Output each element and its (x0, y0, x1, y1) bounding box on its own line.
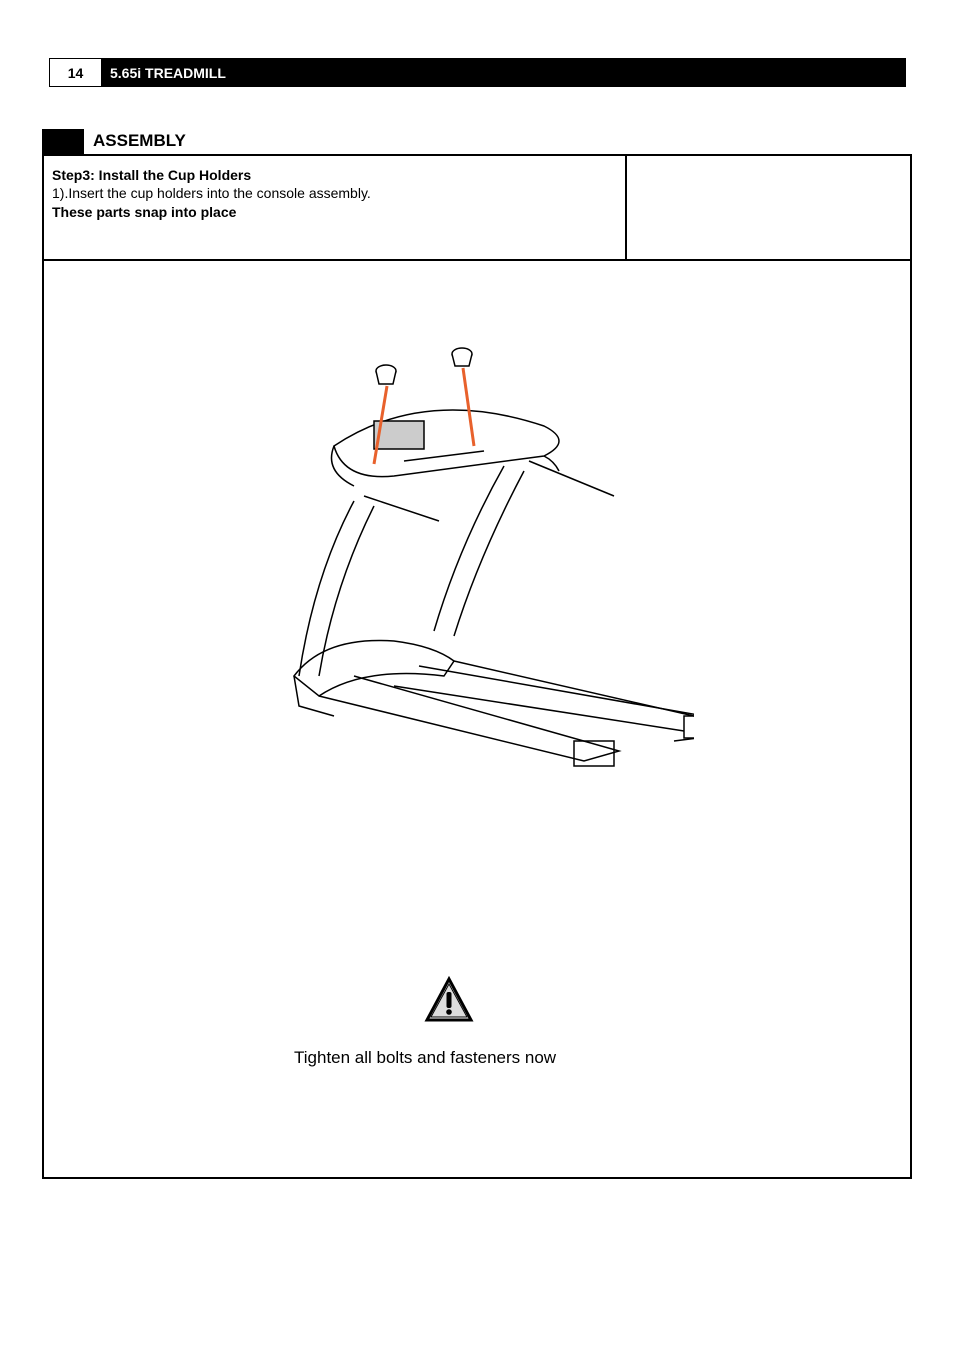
step-note: These parts snap into place (52, 204, 237, 220)
manual-title: 5.65i TREADMILL (102, 59, 905, 86)
step-title: Step3: Install the Cup Holders (52, 167, 252, 183)
instruction-cell: Step3: Install the Cup Holders 1).Insert… (44, 156, 627, 259)
warning-triangle-icon (424, 976, 474, 1022)
instruction-row: Step3: Install the Cup Holders 1).Insert… (44, 156, 910, 261)
treadmill-diagram (292, 347, 694, 767)
page-header: 14 5.65i TREADMILL (49, 58, 906, 87)
warning-text: Tighten all bolts and fasteners now (294, 1048, 557, 1067)
section-title: ASSEMBLY (93, 131, 186, 150)
page-number: 14 (50, 59, 102, 86)
step-instruction: 1).Insert the cup holders into the conso… (52, 185, 371, 201)
assembly-frame: Step3: Install the Cup Holders 1).Insert… (42, 154, 912, 1179)
section-tab (42, 129, 84, 155)
